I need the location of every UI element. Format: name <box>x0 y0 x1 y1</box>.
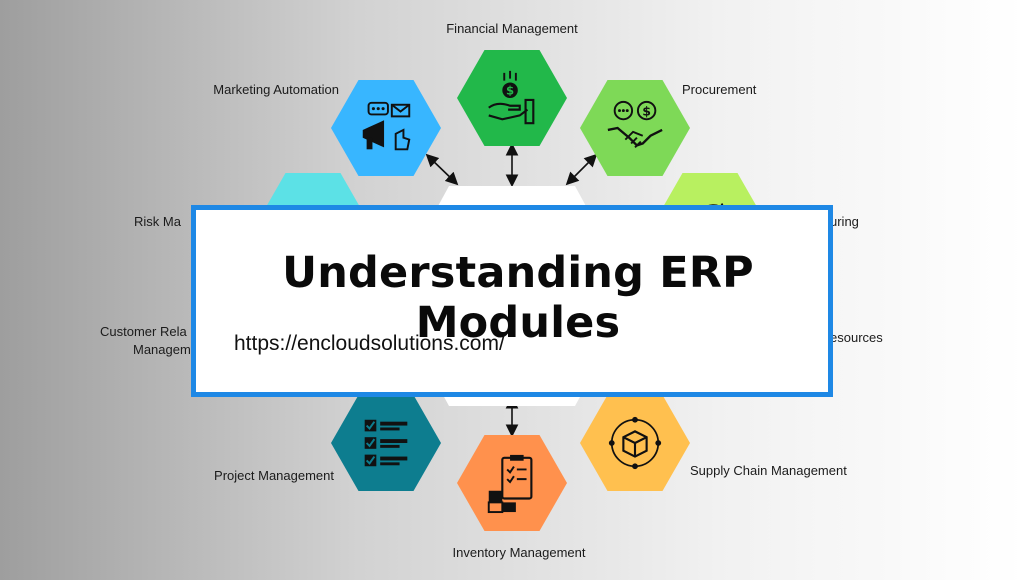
module-crm-label-line1: Customer Rela <box>100 324 187 339</box>
arrow-marketing <box>425 153 459 186</box>
handshake-icon: $ <box>607 100 663 149</box>
title-card: Understanding ERP Modules https://enclou… <box>191 205 833 397</box>
site-url: https://encloudsolutions.com/ <box>234 332 505 355</box>
arrow-procurement <box>565 153 598 186</box>
box-network-icon <box>608 416 662 470</box>
module-procurement-label: Procurement <box>682 82 757 97</box>
module-financial-label: Financial Management <box>446 21 578 36</box>
page-title: Understanding ERP Modules <box>282 248 754 348</box>
clipboard-boxes-icon <box>487 454 533 514</box>
module-marketing-label: Marketing Automation <box>213 82 339 97</box>
module-project-hex <box>331 395 441 491</box>
module-hr-label: esources <box>830 330 883 345</box>
module-risk-label: Risk Ma <box>134 214 181 229</box>
module-project-label: Project Management <box>214 468 334 483</box>
svg-text:$: $ <box>506 84 514 98</box>
megaphone-icon <box>362 101 411 151</box>
svg-text:$: $ <box>642 103 651 118</box>
module-inventory-label: Inventory Management <box>452 545 586 560</box>
module-supply-chain-label: Supply Chain Management <box>690 463 847 478</box>
module-manufacturing-label: uring <box>830 214 859 229</box>
checklist-icon <box>364 419 408 467</box>
module-marketing-hex <box>331 80 441 176</box>
money-hand-icon: $ <box>488 70 535 125</box>
module-crm-label-line2: Managem <box>133 342 191 357</box>
